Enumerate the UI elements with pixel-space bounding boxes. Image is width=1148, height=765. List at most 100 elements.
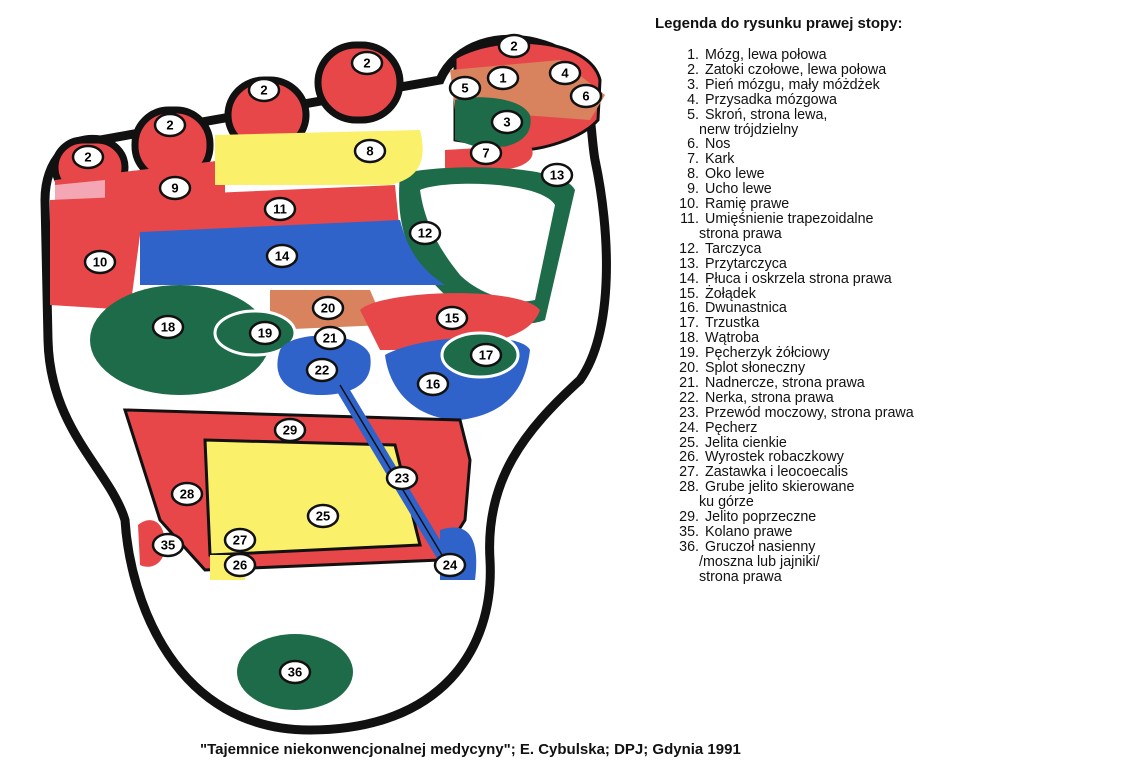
legend-item-text: Kolano prawe bbox=[705, 524, 793, 540]
legend-item-text: Zastawka i leocoecalis bbox=[705, 464, 849, 481]
legend-item-number: 29. bbox=[679, 509, 699, 526]
zone-badge bbox=[83, 249, 117, 275]
zone-badge-number: 7 bbox=[482, 146, 489, 161]
zone-badge bbox=[569, 83, 603, 109]
legend-item-text: strona prawa bbox=[699, 568, 782, 585]
legend-item-number: 17. bbox=[679, 315, 699, 332]
legend-item-text: Przewód moczowy, strona prawa bbox=[705, 404, 914, 421]
zone-badge bbox=[153, 112, 187, 138]
zone-badge-number: 17 bbox=[479, 348, 493, 363]
zone-badge-number: 12 bbox=[418, 226, 432, 241]
legend-item-text: Jelito poprzeczne bbox=[705, 509, 817, 526]
legend-title: Legenda do rysunku prawej stopy: bbox=[655, 15, 903, 32]
legend-item: 18.Wątroba bbox=[671, 331, 914, 346]
zone-badge bbox=[548, 60, 582, 86]
legend-item-text: Przysadka mózgowa bbox=[705, 91, 837, 108]
zone-badge bbox=[385, 465, 419, 491]
zone-badge-number: 27 bbox=[233, 533, 247, 548]
legend-item-number: 28. bbox=[679, 479, 699, 496]
zone-badge-number: 11 bbox=[273, 202, 287, 217]
zone-badge bbox=[151, 314, 185, 340]
legend-item: 9. Ucho lewe bbox=[671, 182, 914, 197]
legend-item-text: Skroń, strona lewa, bbox=[705, 106, 828, 123]
legend-item-text: Ramię prawe bbox=[705, 196, 790, 213]
zone-badge-number: 26 bbox=[233, 558, 247, 573]
legend-item-number: 19. bbox=[679, 345, 699, 362]
zone-badge-number: 28 bbox=[180, 487, 194, 502]
legend-item-text: strona prawa bbox=[699, 225, 782, 242]
zone-badge-number: 21 bbox=[323, 331, 337, 346]
legend-item-text: Pęcherz bbox=[705, 419, 758, 436]
zone-badge bbox=[248, 320, 282, 346]
zone-badge-number: 19 bbox=[258, 326, 272, 341]
legend-item: 20.Splot słoneczny bbox=[671, 361, 914, 376]
zone-badge-number: 29 bbox=[283, 423, 297, 438]
legend-item: 5.Skroń, strona lewa,nerw trójdzielny bbox=[671, 106, 914, 138]
legend-item-number: 7. bbox=[687, 151, 699, 168]
legend-item: 26.Wyrostek robaczkowy bbox=[671, 450, 914, 465]
zone-badge bbox=[265, 243, 299, 269]
legend-item-text: Tarczyca bbox=[705, 240, 762, 257]
zone-badge bbox=[353, 138, 387, 164]
legend-item: 25.Jelita cienkie bbox=[671, 435, 914, 451]
zone-badge-number: 2 bbox=[510, 39, 517, 54]
zone-badge bbox=[263, 196, 297, 222]
legend-item-text: Gruczoł nasienny bbox=[705, 538, 816, 555]
legend-item: 22.Nerka, strona prawa bbox=[671, 389, 914, 406]
legend-item-text: Mózg, lewa połowa bbox=[705, 47, 827, 63]
legend-item-text: Zatoki czołowe, lewa połowa bbox=[705, 61, 887, 78]
legend-item-number: 4. bbox=[687, 91, 699, 108]
zone-badge bbox=[486, 65, 520, 91]
legend-item-text: Ucho lewe bbox=[705, 181, 772, 198]
legend-item-number: 9. bbox=[687, 181, 699, 198]
legend-item-number: 10. bbox=[679, 196, 699, 213]
legend-item: 24. Pęcherz bbox=[671, 419, 914, 436]
zone-small-intestine bbox=[203, 438, 422, 557]
legend-item-number: 23. bbox=[679, 404, 699, 421]
zone-badge-number: 3 bbox=[503, 115, 510, 130]
zone-badge-number: 2 bbox=[84, 150, 91, 165]
legend-item: 21.Nadnercze, strona prawa bbox=[671, 374, 914, 391]
legend-item-text: Nadnercze, strona prawa bbox=[705, 374, 865, 391]
legend-item: 4. Przysadka mózgowa bbox=[671, 91, 914, 108]
zone-badge-number: 9 bbox=[171, 181, 178, 196]
source-caption: "Tajemnice niekonwencjonalnej medycyny";… bbox=[200, 741, 741, 758]
zone-badge bbox=[278, 659, 312, 685]
zone-badge bbox=[435, 305, 469, 331]
zone-badge-number: 6 bbox=[582, 89, 589, 104]
legend-item: 1.Mózg, lewa połowa bbox=[671, 48, 914, 63]
legend-item-number: 22. bbox=[679, 389, 699, 406]
zone-badge-number: 4 bbox=[561, 66, 569, 81]
legend-item-number: 36. bbox=[679, 538, 699, 555]
legend-item: 16.Dwunastnica bbox=[671, 301, 914, 316]
zone-badge-number: 2 bbox=[363, 56, 370, 71]
zone-badge-number: 2 bbox=[166, 118, 173, 133]
zone-badge-number: 14 bbox=[275, 249, 290, 264]
zone-knee bbox=[138, 520, 165, 567]
zone-badge bbox=[448, 75, 482, 101]
legend-item: 27.Zastawka i leocoecalis bbox=[671, 465, 914, 480]
legend-item-text: Dwunastnica bbox=[705, 300, 787, 317]
zone-badge bbox=[540, 162, 574, 188]
zone-badge bbox=[170, 481, 204, 507]
zone-badge-number: 24 bbox=[443, 558, 458, 573]
legend-item: 36.Gruczoł nasienny/moszna lub jajniki/s… bbox=[671, 538, 914, 585]
legend-item-number: 18. bbox=[679, 330, 699, 347]
zone-eye bbox=[215, 130, 423, 185]
zone-badge-number: 20 bbox=[321, 301, 335, 316]
zone-badge bbox=[416, 371, 450, 397]
zone-badge-number: 25 bbox=[316, 509, 330, 524]
legend-item-text: Pęcherzyk żółciowy bbox=[705, 345, 830, 362]
zone-badge bbox=[433, 552, 467, 578]
zone-badge bbox=[71, 144, 105, 170]
legend-item: 7.Kark bbox=[671, 152, 914, 167]
legend-item-number: 2. bbox=[687, 61, 699, 78]
legend-item-number: 12. bbox=[679, 240, 699, 257]
legend-item-number: 20. bbox=[679, 360, 699, 377]
legend-item-text: Grube jelito skierowane bbox=[705, 479, 855, 496]
legend-item-number: 24. bbox=[679, 419, 699, 436]
zone-badge bbox=[223, 527, 257, 553]
